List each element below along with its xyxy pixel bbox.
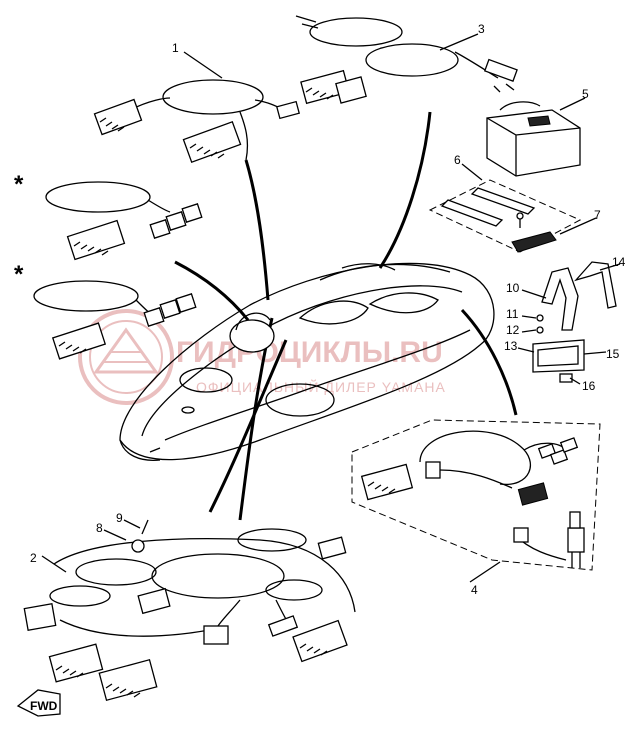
connector-icon [93, 98, 143, 136]
callout-9: 9 [116, 511, 123, 525]
harness-1 [93, 79, 301, 164]
connector-icon [267, 615, 299, 637]
callout-12: 12 [506, 323, 520, 337]
harness-alt-a [45, 181, 203, 261]
connector-icon [275, 100, 301, 120]
connector-icon [182, 120, 242, 164]
connector-icon [66, 219, 126, 261]
connector-icon [517, 482, 549, 506]
connector-icon [292, 619, 348, 663]
callout-15: 15 [606, 347, 620, 361]
forward-arrow-icon: FWD [16, 689, 61, 717]
connector-icon [335, 76, 367, 104]
callout-2: 2 [30, 551, 37, 565]
connector-icon [537, 437, 579, 465]
callout-14: 14 [612, 255, 626, 269]
callout-13: 13 [504, 339, 518, 353]
clamp-icon [131, 519, 149, 553]
connector-icon [51, 322, 107, 360]
routing-lines [174, 111, 518, 521]
connector-icon [48, 643, 104, 683]
boat-hull [119, 262, 495, 461]
watermark-logo-icon [78, 309, 174, 405]
leader-lines [41, 33, 621, 583]
callout-labels: 1 2 3 4 5 6 7 8 9 10 11 12 13 14 15 16 *… [14, 22, 626, 597]
watermark-title: ГИДРОЦИКЛЫ.RU [176, 336, 443, 369]
callout-11: 11 [506, 307, 519, 321]
harness-2 [23, 519, 356, 702]
connector-icon [23, 602, 57, 632]
asterisk-marker: * [14, 261, 24, 288]
harness-3 [295, 15, 518, 105]
callout-5: 5 [582, 87, 589, 101]
callout-16: 16 [582, 379, 596, 393]
callout-4: 4 [471, 583, 478, 597]
connector-icon [203, 625, 229, 645]
battery-icon [486, 101, 581, 177]
callout-6: 6 [454, 153, 461, 167]
watermark-subtitle: ОФИЦИАЛЬНЫЙ ДИЛЕР YAMAHA [196, 378, 446, 395]
battery-bracket-set [428, 179, 582, 253]
sensor-icon [513, 511, 585, 568]
connector-icon [360, 463, 414, 501]
direction-label: FWD [30, 699, 58, 713]
connector-icon [425, 461, 441, 479]
callout-1: 1 [172, 41, 179, 55]
callout-3: 3 [478, 22, 485, 36]
callout-10: 10 [506, 281, 520, 295]
connector-icon [317, 536, 347, 560]
connector-icon [137, 587, 171, 615]
harness-4-group [351, 419, 601, 571]
battery-straps [532, 261, 617, 383]
fuse-icon [483, 58, 518, 93]
callout-8: 8 [96, 521, 103, 535]
connector-icon [98, 658, 158, 702]
asterisk-marker: * [14, 171, 24, 198]
harness-alt-b [33, 280, 197, 360]
connector-icon [143, 293, 197, 327]
connector-icon [149, 203, 203, 239]
callout-7: 7 [594, 208, 601, 222]
